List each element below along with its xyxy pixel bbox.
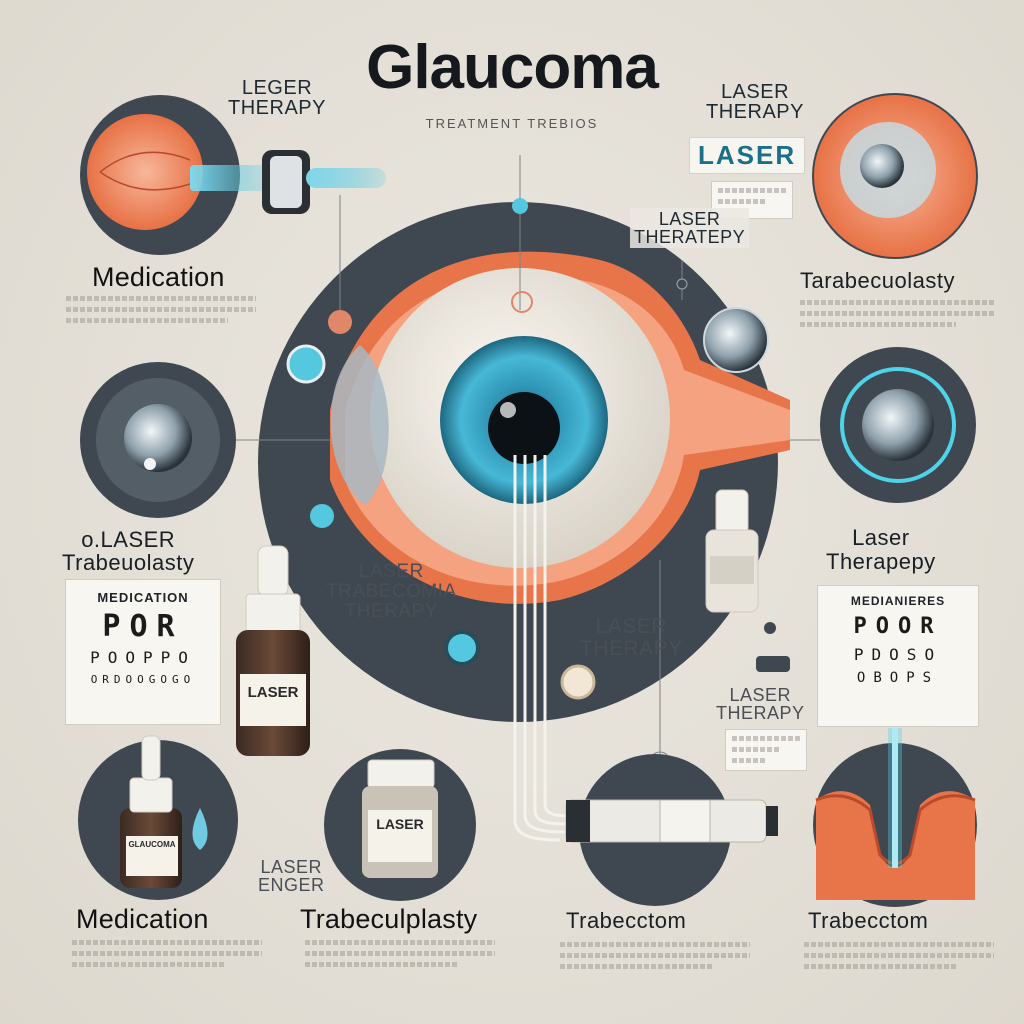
- dot-cyan-top: [512, 198, 528, 214]
- eye-chart-right: MEDIANIERES POOR PDOSO OBOPS: [818, 586, 978, 726]
- text-trabectom-right: [804, 942, 994, 975]
- bottle-bottom-label: GLAUCOMA: [128, 840, 176, 849]
- label-top-left-laser: LEGER THERAPY: [228, 77, 326, 119]
- dot-orange: [328, 310, 352, 334]
- label-trabectom-right: Trabecctom: [808, 908, 929, 933]
- dot-cream: [560, 664, 596, 700]
- eye-chart-right-header: MEDIANIERES: [850, 594, 946, 608]
- text-trabectom-center: [560, 942, 750, 975]
- dot-cyan-low: [310, 504, 334, 528]
- label-laser-trabeculoplasty-left: o.LASER Trabeuolasty: [62, 527, 195, 576]
- eye-chart-left-row-1: POR: [102, 609, 184, 644]
- label-right-laser-small: LASER THERAPY: [716, 685, 805, 723]
- laser-badge: LASER: [690, 138, 805, 173]
- small-lens-right: [703, 307, 769, 373]
- eye-chart-right-row-3: OBOPS: [856, 670, 940, 686]
- eye-chart-left-header: MEDICATION: [97, 590, 189, 605]
- bottle-left-label: LASER: [247, 684, 299, 701]
- bottle-center-label: LASER: [376, 816, 424, 832]
- cornea: [330, 345, 389, 505]
- eye-chart-left-row-3: ORDOOGOGO: [90, 673, 196, 686]
- note-right-small: [726, 730, 806, 770]
- eye-chart-right-row-2: PDOSO: [853, 645, 943, 664]
- text-trabeculoplasty-bottom: [305, 940, 495, 973]
- label-medication-top: Medication: [92, 262, 225, 292]
- label-top-right-laser: LASER THERAPY: [706, 81, 804, 123]
- label-laser-therapy-right: Laser Therapepy: [826, 525, 936, 575]
- dot-cyan-bottom: [444, 630, 480, 666]
- eye-chart-right-row-1: POOR: [853, 614, 943, 639]
- text-medication-bottom: [72, 940, 262, 973]
- eye-chart-left-row-2: POOPPO: [90, 648, 196, 667]
- dot-cyan-left: [286, 344, 326, 384]
- text-medication-top: [66, 296, 256, 329]
- label-bottom-laser-enger: LASER ENGER: [258, 857, 325, 895]
- label-trabectom-center: Trabecctom: [566, 908, 687, 933]
- label-center-right: LASER THERAPY: [580, 615, 683, 661]
- label-center-laser: LASER THERATEPY: [630, 208, 750, 248]
- label-medication-bottom: Medication: [76, 904, 209, 934]
- label-trabeculoplasty-bottom: Trabeculplasty: [300, 904, 478, 934]
- label-center-left: LASER TRABECOMIA THERAPY: [326, 561, 457, 622]
- pupil: [488, 392, 560, 464]
- label-trabeculoplasty-top: Tarabecuolasty: [800, 268, 955, 293]
- text-trabeculoplasty-top: [800, 300, 995, 333]
- page-subtitle: TREATMENT TREBIOS: [425, 116, 599, 131]
- page-title: Glaucoma: [366, 33, 659, 102]
- eye-chart-left: MEDICATION POR POOPPO ORDOOGOGO: [66, 580, 220, 724]
